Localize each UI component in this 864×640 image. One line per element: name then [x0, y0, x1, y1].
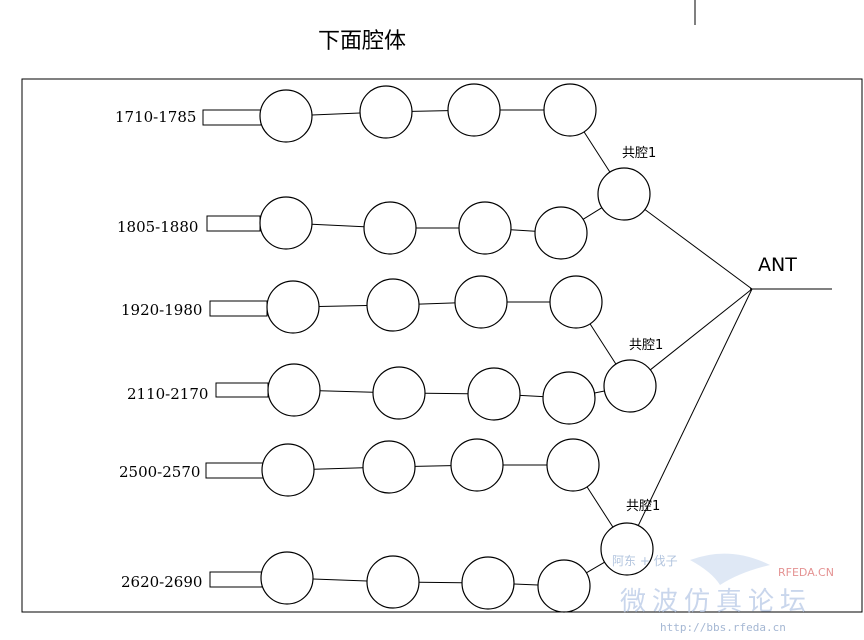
- resonator-cavity: [267, 363, 321, 417]
- band-chain-2110-2170: 2110-2170: [127, 363, 605, 425]
- antenna-link: [650, 288, 753, 371]
- coupling-line: [319, 390, 374, 393]
- band-label: 2110-2170: [127, 385, 208, 403]
- input-port: [209, 571, 263, 588]
- watermark-site-name: 微波仿真论坛: [620, 587, 812, 617]
- resonator-cavity: [450, 438, 504, 492]
- resonator-cavity: [461, 556, 515, 610]
- band-label: 1710-1785: [115, 108, 196, 126]
- input-port: [215, 382, 269, 398]
- coupling-line: [312, 578, 368, 582]
- resonator-cavity: [259, 196, 313, 250]
- band-chain-2620-2690: 2620-2690: [121, 551, 605, 613]
- band-chain-1805-1880: 1805-1880: [117, 196, 603, 260]
- coupling-line: [313, 467, 364, 470]
- resonator-cavity: [366, 555, 420, 609]
- band-label: 1920-1980: [121, 301, 202, 319]
- coupling-line: [510, 229, 536, 232]
- antenna-label: ANT: [758, 254, 797, 276]
- frame: [21, 78, 863, 613]
- resonator-cavity: [467, 367, 521, 421]
- resonator-cavity: [549, 275, 603, 329]
- resonator-cavity: [546, 438, 600, 492]
- resonator-cavity: [362, 440, 416, 494]
- band-chain-1710-1785: 1710-1785: [115, 83, 611, 173]
- junction-link: [586, 561, 605, 574]
- resonator-cavity: [260, 551, 314, 605]
- resonator-cavity: [359, 85, 413, 139]
- antenna-link: [644, 209, 753, 290]
- band-chains: 1710-1785 1805-1880 1920-1980 2110-2170 2500…: [115, 83, 617, 613]
- coupling-line: [411, 110, 449, 112]
- antenna-link: [637, 288, 753, 526]
- coupling-line: [513, 583, 539, 586]
- band-label: 2500-2570: [119, 463, 200, 481]
- input-port: [205, 462, 265, 479]
- resonator-cavity: [261, 443, 315, 497]
- watermark-brand: RFEDA.CN: [778, 566, 834, 579]
- resonator-cavity: [454, 275, 508, 329]
- junction-link: [583, 131, 611, 173]
- watermark: 阿东 + 伐子 RFEDA.CN 微波仿真论坛 http://bbs.rfeda…: [612, 553, 834, 634]
- resonator-cavity: [259, 89, 313, 143]
- coupling-line: [414, 465, 452, 467]
- junction-cavity: 共腔1: [597, 146, 753, 290]
- junction-cavity: 共腔1: [603, 288, 753, 413]
- band-chain-1920-1980: 1920-1980: [121, 275, 617, 365]
- junction-cavity: 共腔1: [600, 288, 753, 576]
- resonator-cavity: [537, 559, 591, 613]
- resonator-cavity: [543, 83, 597, 137]
- junction-cavities: 共腔1 共腔1 共腔1: [597, 146, 753, 576]
- coupling-line: [311, 112, 361, 116]
- resonator-cavity: [534, 206, 588, 260]
- coupling-line: [311, 223, 365, 228]
- junction-link: [594, 390, 605, 394]
- junction-link: [586, 486, 614, 528]
- junction-label: 共腔1: [629, 338, 663, 353]
- watermark-partner: 阿东 + 伐子: [612, 554, 678, 568]
- resonator-cavity: [447, 83, 501, 137]
- coupling-line: [318, 305, 368, 307]
- input-port: [206, 215, 261, 232]
- bird-logo-icon: [690, 553, 770, 585]
- resonator-cavity: [363, 201, 417, 255]
- input-port: [209, 300, 268, 317]
- resonator-cavity: [366, 278, 420, 332]
- coupling-line: [519, 394, 544, 398]
- coupling-line: [418, 302, 456, 305]
- resonator-cavity: [458, 201, 512, 255]
- input-port: [202, 109, 262, 126]
- band-label: 2620-2690: [121, 573, 202, 591]
- band-label: 1805-1880: [117, 218, 198, 236]
- common-cavity: [600, 522, 654, 576]
- watermark-url: http://bbs.rfeda.cn: [660, 621, 786, 634]
- diagram-title: 下面腔体: [318, 29, 406, 54]
- junction-label: 共腔1: [622, 146, 656, 161]
- band-chain-2500-2570: 2500-2570: [119, 438, 614, 528]
- junction-link: [582, 207, 603, 220]
- common-cavity: [603, 359, 657, 413]
- resonator-cavity: [372, 366, 426, 420]
- junction-link: [589, 323, 617, 365]
- common-cavity: [597, 167, 651, 221]
- resonator-cavity: [266, 280, 320, 334]
- resonator-cavity: [542, 371, 596, 425]
- junction-label: 共腔1: [626, 499, 660, 514]
